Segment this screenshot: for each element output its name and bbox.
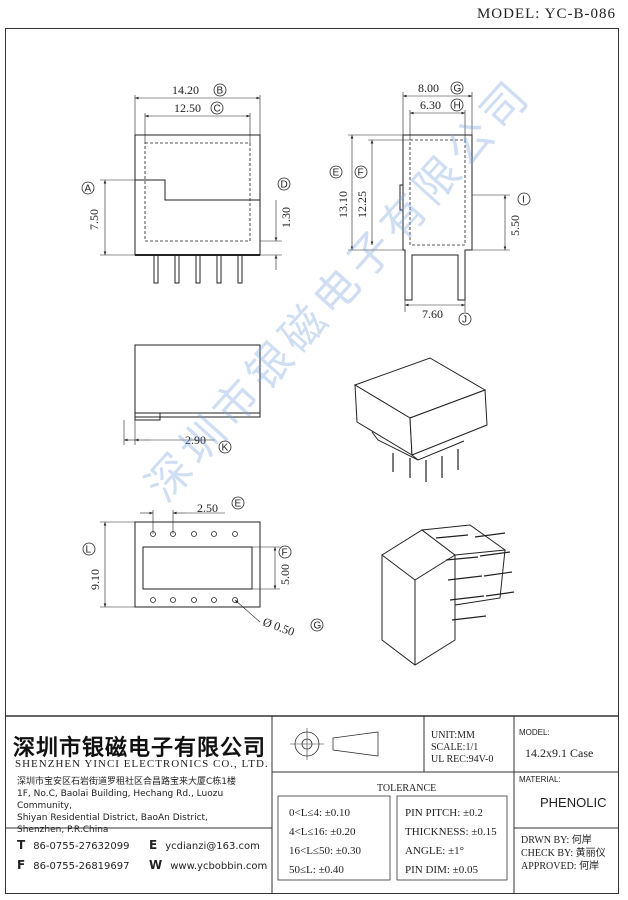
label-l: L xyxy=(86,545,92,556)
label-e: E xyxy=(333,168,340,179)
label-b: B xyxy=(217,86,224,97)
dim-7-60: 7.60 xyxy=(422,307,443,321)
tel-number: 86-0755-27632099 xyxy=(33,841,130,852)
email-label: E xyxy=(149,838,158,852)
label-f2: F xyxy=(282,548,288,559)
side-view xyxy=(348,92,510,312)
label-e2: E xyxy=(235,499,242,510)
tol-row-1: 0<L≤4: ±0.10 xyxy=(289,807,351,819)
dim-12-50: 12.50 xyxy=(174,101,201,115)
label-i: I xyxy=(522,195,525,206)
address-en-1: 1F, No.C, Baolai Building, Hechang Rd., … xyxy=(17,789,224,811)
label-a: A xyxy=(85,184,92,195)
title-block-grid xyxy=(5,715,619,894)
ul-rec: UL REC:94V-0 xyxy=(431,754,494,765)
unit-scale-block: UNIT:MM SCALE:1/1 UL REC:94V-0 xyxy=(431,730,493,766)
drawn-by: DRWN BY: 何岸 xyxy=(521,835,592,846)
email-address: ycdianzi@163.com xyxy=(165,841,260,852)
address-en-3: Shenzhen, P.R.China xyxy=(17,825,109,835)
title-block: 深圳市银磁电子有限公司 SHENZHEN YINCI ELECTRONICS C… xyxy=(5,716,619,894)
company-address: 深圳市宝安区石岩街道罗租社区合昌路宝来大厦C栋1楼 1F, No.C, Baol… xyxy=(17,776,269,836)
unit: UNIT:MM xyxy=(431,730,475,741)
tolerance-length: 0<L≤4: ±0.10 4<L≤16: ±0.20 16<L≤50: ±0.3… xyxy=(289,804,361,880)
approved-by: APPROVED: 何岸 xyxy=(521,861,600,872)
drawing-model-number: MODEL: YC-B-086 xyxy=(476,6,616,22)
tol-row-4: 50≤L: ±0.40 xyxy=(289,864,344,876)
address-en-2: Shiyan Residential District, BaoAn Distr… xyxy=(17,813,208,823)
check-by: CHECK BY: 黄丽仪 xyxy=(521,848,606,859)
tol-angle: ANGLE: ±1° xyxy=(405,845,465,857)
label-d: D xyxy=(281,180,288,191)
material-value: PHENOLIC xyxy=(540,795,607,810)
label-f: F xyxy=(358,168,364,179)
company-name-en: SHENZHEN YINCI ELECTRONICS CO., LTD. xyxy=(15,758,269,770)
scale: SCALE:1/1 xyxy=(431,742,479,753)
tol-thickness: THICKNESS: ±0.15 xyxy=(405,826,497,838)
company-name-cn: 深圳市银磁电子有限公司 xyxy=(13,736,267,761)
tol-row-2: 4<L≤16: ±0.20 xyxy=(289,826,356,838)
tol-pin-pitch: PIN PITCH: ±0.2 xyxy=(405,807,483,819)
label-hole-g: G xyxy=(314,621,322,632)
dim-5-00: 5.00 xyxy=(278,564,292,585)
label-k: K xyxy=(222,443,229,454)
dim-hole-0-50: Ø 0.50 xyxy=(261,615,296,639)
dim-7-50: 7.50 xyxy=(87,209,101,230)
label-c: C xyxy=(214,104,221,115)
label-h: H xyxy=(454,101,461,112)
top-view xyxy=(123,344,261,445)
bottom-view xyxy=(100,510,280,623)
dim-9-10: 9.10 xyxy=(88,569,102,590)
tol-pin-dim: PIN DIM: ±0.05 xyxy=(405,864,478,876)
front-view xyxy=(100,95,282,284)
dim-1-30: 1.30 xyxy=(279,207,293,228)
tel-label: T xyxy=(17,838,26,852)
material-label: MATERIAL: xyxy=(519,775,561,784)
model-value: 14.2x9.1 Case xyxy=(525,746,594,760)
dim-12-25: 12.25 xyxy=(355,191,369,218)
web-address: www.ycbobbin.com xyxy=(170,861,268,872)
tolerance-other: PIN PITCH: ±0.2 THICKNESS: ±0.15 ANGLE: … xyxy=(405,804,497,880)
tel-row: T 86-0755-27632099 xyxy=(17,838,129,852)
dim-2-90: 2.90 xyxy=(185,433,206,447)
isometric-view-bottom xyxy=(381,524,515,666)
approval-block: DRWN BY: 何岸 CHECK BY: 黄丽仪 APPROVED: 何岸 xyxy=(521,834,606,873)
fax-label: F xyxy=(17,858,26,872)
address-cn: 深圳市宝安区石岩街道罗租社区合昌路宝来大厦C栋1楼 xyxy=(17,777,237,787)
drawing-frame xyxy=(5,28,619,894)
dim-13-10: 13.10 xyxy=(336,191,350,218)
dim-2-50: 2.50 xyxy=(197,501,218,515)
dim-8-00: 8.00 xyxy=(418,81,439,95)
tol-row-3: 16<L≤50: ±0.30 xyxy=(289,845,362,857)
dim-5-50: 5.50 xyxy=(508,215,522,236)
dim-14-20: 14.20 xyxy=(172,83,199,97)
dim-6-30: 6.30 xyxy=(420,98,441,112)
label-j: J xyxy=(462,315,467,326)
label-g: G xyxy=(454,84,462,95)
model-label: MODEL: xyxy=(519,728,550,737)
tolerance-title: TOLERANCE xyxy=(377,783,437,794)
isometric-view-top xyxy=(353,357,488,482)
web-label: W xyxy=(149,858,163,872)
fax-number: 86-0755-26819697 xyxy=(33,861,130,872)
fax-row: F 86-0755-26819697 xyxy=(17,858,130,872)
